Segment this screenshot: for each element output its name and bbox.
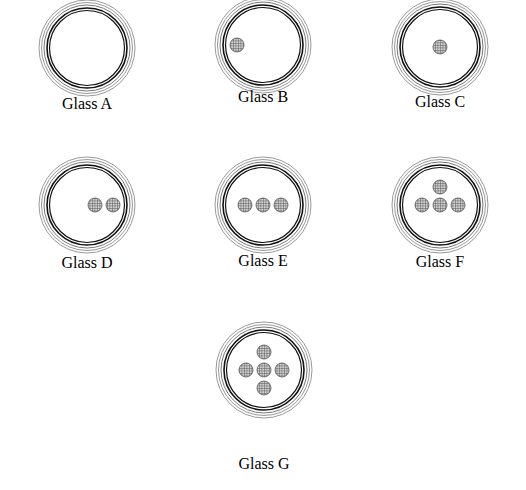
glass-rim <box>395 2 486 93</box>
glass-node: Glass D <box>27 153 147 275</box>
glass-rim <box>392 0 488 95</box>
glass-dot <box>433 40 447 54</box>
glass-dot <box>88 198 102 212</box>
glass-dot <box>230 38 244 52</box>
glass-dot <box>239 363 253 377</box>
glass-illustration <box>27 153 147 265</box>
glass-rim <box>400 165 480 245</box>
glass-illustration <box>380 0 500 107</box>
glass-rim <box>227 333 302 408</box>
glass-label: Glass B <box>203 87 323 107</box>
glass-node: Glass F <box>380 153 500 274</box>
glass-dot <box>256 198 270 212</box>
glass-rim <box>223 165 303 245</box>
glass-dot <box>275 363 289 377</box>
glass-dot <box>451 198 465 212</box>
glass-rim <box>220 2 306 88</box>
glass-rim <box>44 162 130 248</box>
glass-rim <box>216 322 312 418</box>
glass-rim <box>42 3 133 94</box>
glass-rim <box>226 8 301 83</box>
glass-rim <box>219 325 310 416</box>
glass-rim <box>226 168 301 243</box>
glass-rim <box>47 8 127 88</box>
glass-rim <box>50 11 125 86</box>
glass-rim <box>224 330 304 410</box>
glass-rim <box>218 0 309 91</box>
glass-dot <box>106 198 120 212</box>
glass-node: Glass E <box>203 153 323 273</box>
glass-rim <box>403 10 478 85</box>
glass-node: Glass C <box>380 0 500 114</box>
glass-rim <box>397 4 483 90</box>
glass-label: Glass F <box>380 252 500 272</box>
glass-illustration <box>27 0 147 108</box>
glass-rim <box>215 0 311 93</box>
glass-rim <box>395 160 486 251</box>
glass-rim <box>215 157 311 253</box>
glass-dot <box>274 198 288 212</box>
glass-rim <box>223 5 303 85</box>
glass-rim <box>39 157 135 253</box>
glass-node: Glass B <box>203 0 323 109</box>
glass-rim <box>47 165 127 245</box>
glass-dot <box>257 345 271 359</box>
glass-label: Glass A <box>27 94 147 114</box>
glass-illustration <box>203 153 323 265</box>
glass-rim <box>403 168 478 243</box>
glass-label: Glass G <box>204 454 324 474</box>
glass-rim <box>44 5 130 91</box>
glass-dot <box>433 198 447 212</box>
glass-illustration <box>380 153 500 265</box>
glass-label: Glass E <box>203 251 323 271</box>
glass-node: Glass A <box>27 0 147 116</box>
glass-rim <box>392 157 488 253</box>
glass-dot <box>257 381 271 395</box>
glass-dot <box>238 198 252 212</box>
glass-dot <box>257 363 271 377</box>
glass-rim <box>221 327 307 413</box>
glass-rim <box>50 168 125 243</box>
glass-label: Glass D <box>27 253 147 273</box>
glass-rim <box>220 162 306 248</box>
glass-illustration <box>204 318 324 430</box>
glass-dot <box>433 180 447 194</box>
glass-label: Glass C <box>380 92 500 112</box>
glass-rim <box>39 0 135 96</box>
glass-node: Glass G <box>204 318 324 476</box>
glass-rim <box>400 7 480 87</box>
glass-rim <box>42 160 133 251</box>
glass-rim <box>218 160 309 251</box>
glass-rim <box>397 162 483 248</box>
glass-dot <box>415 198 429 212</box>
